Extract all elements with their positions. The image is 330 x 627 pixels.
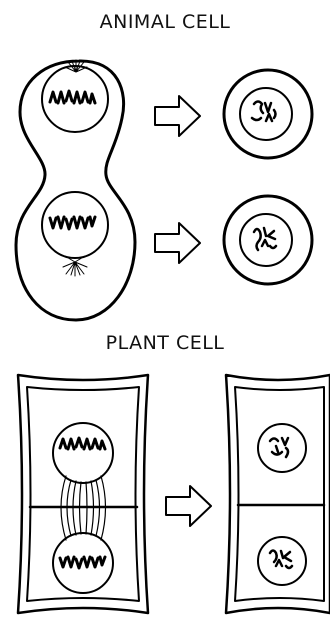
animal-lower-chromosomes xyxy=(50,217,95,229)
animal-daughter-cell-upper xyxy=(224,70,312,158)
plant-dividing-wall-outer xyxy=(18,375,148,613)
animal-daughter-chromatin-upper xyxy=(252,102,276,122)
animal-daughter-nucleus-upper xyxy=(240,88,292,140)
plant-daughter-cells xyxy=(226,375,330,613)
plant-dividing-cell xyxy=(18,375,148,613)
animal-daughter-cell-lower xyxy=(224,196,312,284)
animal-daughter-membrane-lower xyxy=(224,196,312,284)
animal-upper-arrow xyxy=(155,96,200,136)
plant-dividing-wall-inner xyxy=(27,387,139,601)
animal-upper-chromosomes xyxy=(50,91,95,103)
plant-lower-chromosomes xyxy=(60,557,105,568)
plant-daughter-nucleus-upper xyxy=(258,424,306,472)
plant-daughter-nucleus-lower xyxy=(258,537,306,585)
animal-lower-arrow xyxy=(155,223,200,263)
animal-daughter-chromatin-lower xyxy=(254,228,276,250)
plant-upper-chromosomes xyxy=(60,438,105,449)
plant-daughter-wall-inner xyxy=(235,387,324,601)
plant-daughter-wall-outer xyxy=(226,375,330,613)
plant-daughter-chromatin-lower xyxy=(270,551,292,569)
plant-arrow xyxy=(166,486,211,526)
plant-upper-nucleus xyxy=(53,423,113,483)
animal-dividing-cell xyxy=(16,60,135,320)
plant-daughter-chromatin-upper xyxy=(270,438,288,457)
